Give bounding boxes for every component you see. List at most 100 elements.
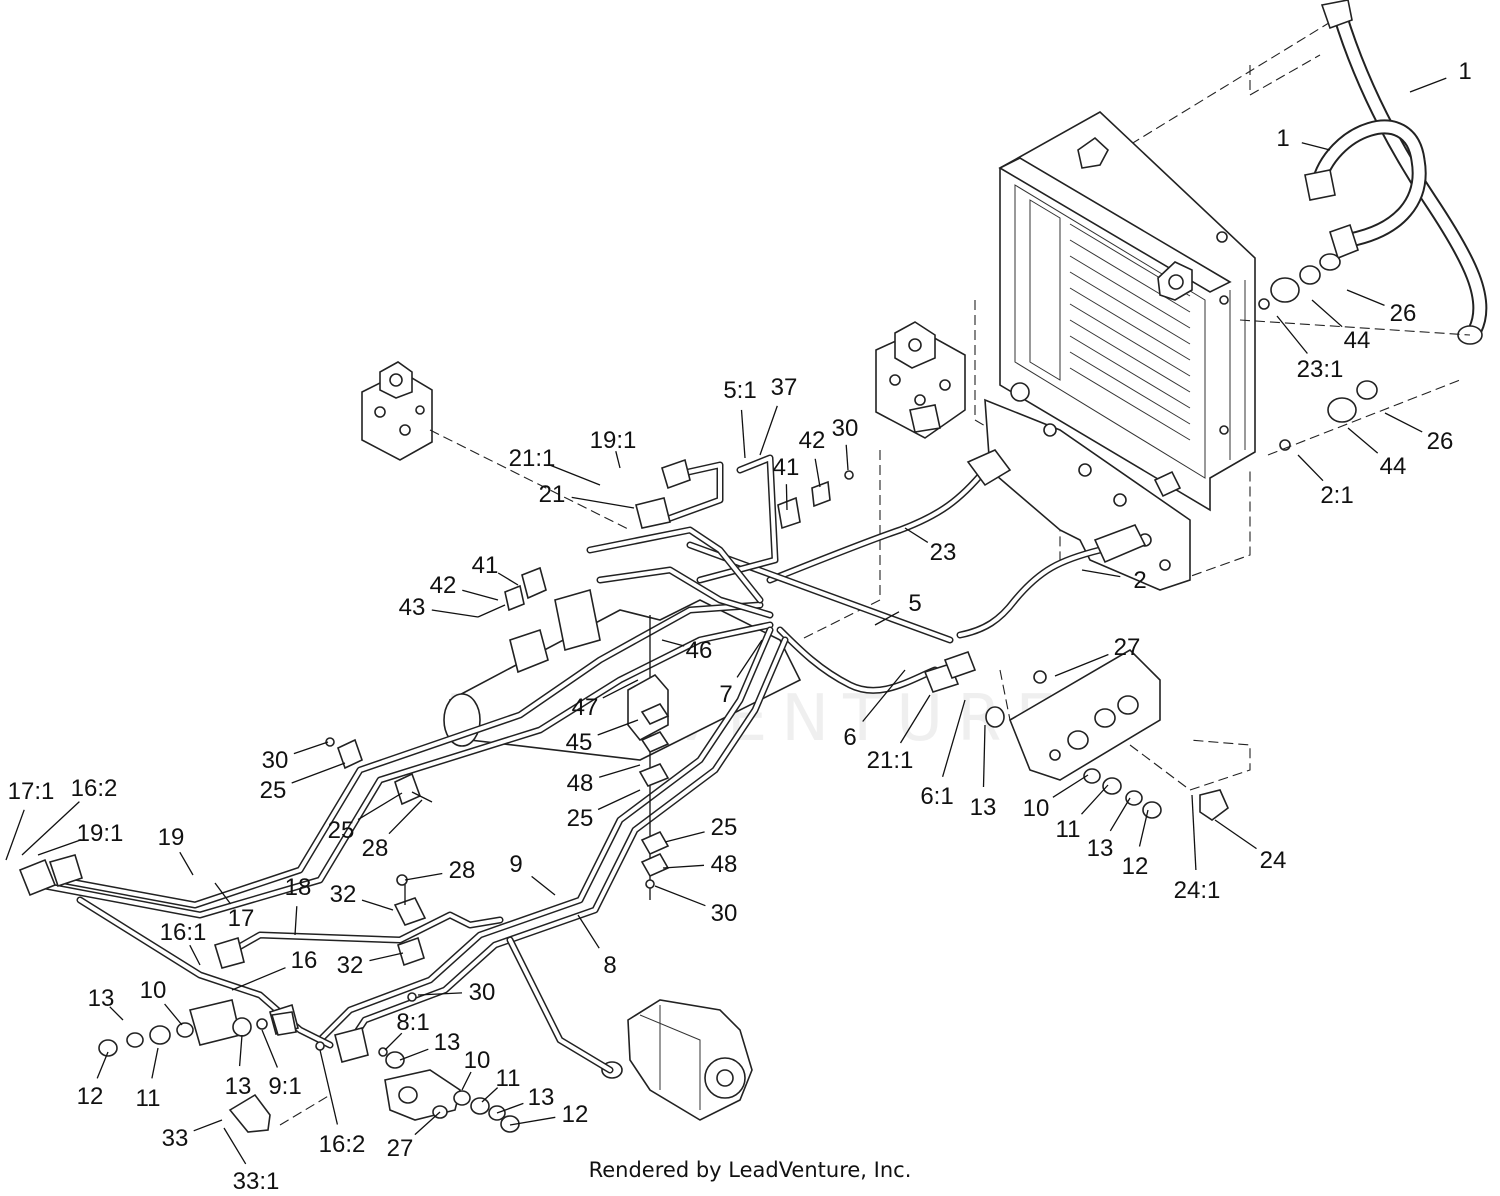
callout-leader <box>357 792 403 821</box>
callout-label: 48 <box>711 851 738 878</box>
callout-label: 25 <box>711 814 738 841</box>
callout-label: 13 <box>88 985 115 1012</box>
callout-leader <box>497 572 519 586</box>
callout-leader <box>736 639 763 678</box>
callout-leader <box>1301 142 1331 151</box>
callout-label: 30 <box>711 900 738 927</box>
hydraulic-tubes <box>18 449 1147 1074</box>
callout-label: 24 <box>1260 847 1287 874</box>
callout-leader <box>1081 569 1121 578</box>
callout-leader <box>602 679 639 699</box>
callout-label: 45 <box>566 729 593 756</box>
callout-label: 10 <box>1023 795 1050 822</box>
callout-leader <box>1346 289 1385 307</box>
callout-label: 28 <box>449 857 476 884</box>
callout-leader <box>531 875 556 896</box>
callout-leader <box>571 496 635 509</box>
callout-label: 42 <box>430 572 457 599</box>
callout-label: 19 <box>158 824 185 851</box>
callout-leader <box>21 801 80 856</box>
callout-leader <box>388 799 423 835</box>
callout-label: 1 <box>1458 58 1471 85</box>
callout-leader <box>662 864 705 869</box>
callout-label: 6:1 <box>920 783 953 810</box>
callout-leader <box>109 1006 124 1021</box>
callout-label: 11 <box>496 1065 521 1092</box>
callout-label: 48 <box>567 770 594 797</box>
callout-label: 26 <box>1427 428 1454 455</box>
callout-leader <box>661 639 685 647</box>
callout-label: 16:2 <box>71 775 118 802</box>
callout-leader <box>509 1116 556 1126</box>
callout-label: 25 <box>328 817 355 844</box>
callout-leader <box>361 899 394 911</box>
callout-label: 37 <box>771 374 798 401</box>
right-port-plate <box>985 648 1251 821</box>
callout-label: 43 <box>399 594 426 621</box>
callout-leader <box>1409 77 1447 93</box>
callout-leader <box>1384 412 1423 433</box>
callout-leader <box>164 1003 183 1026</box>
callout-leader <box>597 719 639 736</box>
callout-leader <box>238 1034 243 1067</box>
callout-label: 30 <box>832 415 859 442</box>
footer-credit: Rendered by LeadVenture, Inc. <box>588 1158 912 1182</box>
callout-label: 5:1 <box>723 377 756 404</box>
callout-leader <box>874 611 900 626</box>
callout-leader <box>462 589 499 601</box>
callout-label: 10 <box>464 1047 491 1074</box>
callout-leader <box>294 906 298 936</box>
callout-leader <box>369 952 404 962</box>
callout-leader <box>404 872 443 881</box>
mounting-hardware <box>325 470 854 1002</box>
oil-cooler-assembly <box>799 9 1351 641</box>
callout-leader <box>189 944 201 966</box>
callout-leader <box>261 1029 279 1068</box>
callout-label: 21:1 <box>509 445 556 472</box>
callout-label: 13 <box>434 1029 461 1056</box>
callout-leader <box>1191 794 1197 871</box>
callout-leader <box>1214 819 1257 850</box>
callout-leader <box>597 789 641 811</box>
callout-leader <box>461 1071 472 1091</box>
callout-label: 47 <box>572 694 599 721</box>
callout-leader <box>615 451 621 469</box>
callout-label: 32 <box>330 881 357 908</box>
callout-label: 33:1 <box>233 1168 280 1195</box>
callout-leader <box>496 1102 524 1114</box>
callout-leaders <box>5 77 1447 1165</box>
callout-label: 1 <box>1276 125 1289 152</box>
callout-leader <box>1052 774 1089 798</box>
callout-label: 11 <box>136 1085 161 1112</box>
callout-label: 12 <box>1122 853 1149 880</box>
callout-label: 33 <box>162 1125 189 1152</box>
callout-leader <box>293 741 329 755</box>
callout-label: 12 <box>562 1101 589 1128</box>
callout-label: 24:1 <box>1174 877 1221 904</box>
callout-label: 10 <box>140 977 167 1004</box>
callout-leader <box>1276 315 1308 354</box>
callout-leader <box>96 1051 109 1079</box>
callout-label: 17:1 <box>8 778 55 805</box>
callout-label: 41 <box>773 454 800 481</box>
callout-leader <box>814 458 821 488</box>
callout-leader <box>759 405 778 456</box>
callout-leader <box>1109 797 1131 832</box>
callout-label: 13 <box>970 794 997 821</box>
callout-leader <box>577 914 600 949</box>
callout-label: 13 <box>1087 835 1114 862</box>
callout-leader <box>1311 299 1343 328</box>
callout-label: 23 <box>930 539 957 566</box>
callout-leader <box>904 527 929 543</box>
callout-leader <box>862 669 906 722</box>
callout-leader <box>417 992 463 996</box>
left-port-plate <box>98 999 331 1133</box>
callout-label: 17 <box>228 905 255 932</box>
callout-leader <box>550 464 601 486</box>
callout-leader <box>1054 653 1109 677</box>
callout-leader <box>740 409 746 459</box>
callout-leader <box>664 831 705 843</box>
callout-leader <box>899 694 931 744</box>
